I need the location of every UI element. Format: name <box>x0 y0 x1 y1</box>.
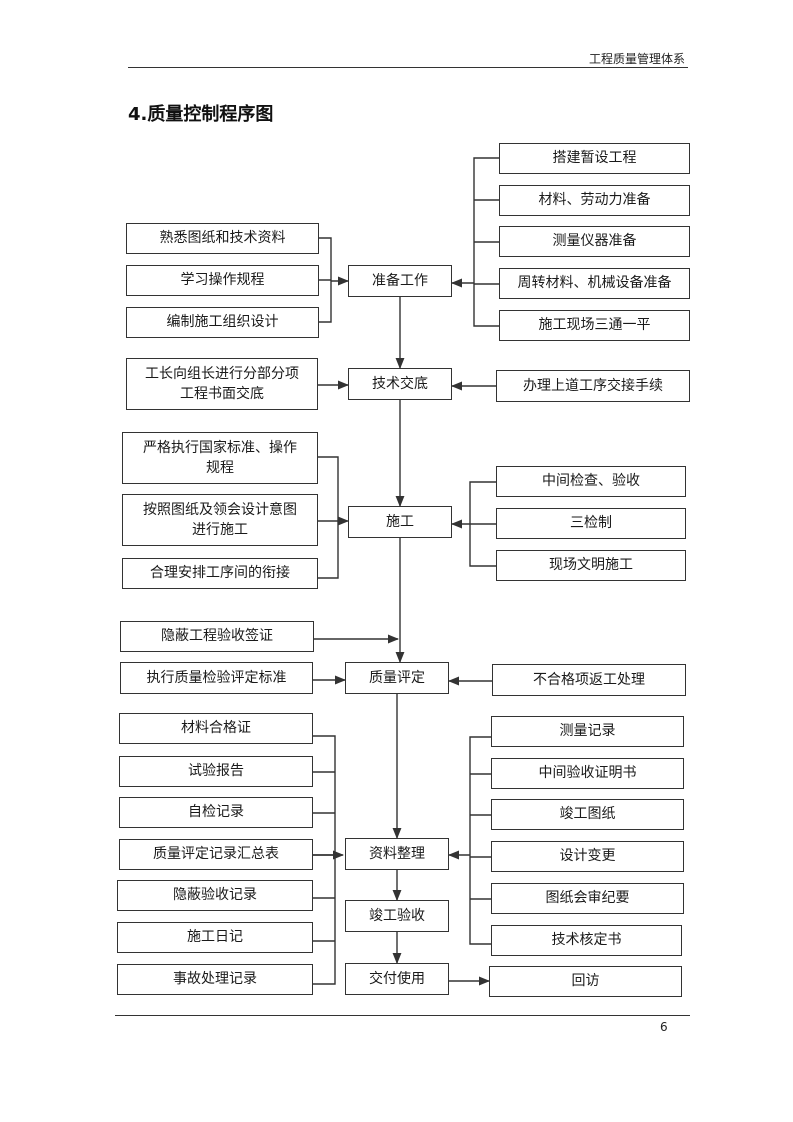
bracket-right-group-2 <box>469 481 496 567</box>
step-completion-acceptance: 竣工验收 <box>345 900 449 932</box>
box-quality-standard: 执行质量检验评定标准 <box>120 662 313 694</box>
step-technical-briefing: 技术交底 <box>348 368 452 400</box>
step-quality-evaluation: 质量评定 <box>345 662 449 694</box>
bracket-left-group-3 <box>313 735 336 985</box>
box-interim-acceptance-cert: 中间验收证明书 <box>491 758 684 789</box>
bracket-left-group-1 <box>319 237 332 323</box>
box-design-changes: 设计变更 <box>491 841 684 872</box>
box-follow-standards: 严格执行国家标准、操作规程 <box>122 432 318 484</box>
header-rule <box>128 67 688 68</box>
box-temporary-works: 搭建暂设工程 <box>499 143 690 174</box>
document-header-title: 工程质量管理体系 <box>588 52 685 66</box>
box-rework: 不合格项返工处理 <box>492 664 686 696</box>
box-as-built-drawings: 竣工图纸 <box>491 799 684 830</box>
bracket-left-group-2 <box>318 456 339 579</box>
box-interim-inspection: 中间检查、验收 <box>496 466 686 497</box>
box-drawing-review-minutes: 图纸会审纪要 <box>491 883 684 914</box>
box-study-drawings: 熟悉图纸和技术资料 <box>126 223 319 254</box>
box-accident-record: 事故处理记录 <box>117 964 313 995</box>
step-handover: 交付使用 <box>345 963 449 995</box>
box-construction-design: 编制施工组织设计 <box>126 307 319 338</box>
bracket-right-group-1 <box>473 157 499 327</box>
box-material-certificate: 材料合格证 <box>119 713 313 744</box>
box-three-checks: 三检制 <box>496 508 686 539</box>
box-evaluation-summary: 质量评定记录汇总表 <box>119 839 313 870</box>
box-revisit: 回访 <box>489 966 682 997</box>
step-preparation: 准备工作 <box>348 265 452 297</box>
box-survey-instrument-prep: 测量仪器准备 <box>499 226 690 257</box>
section-title: 4.质量控制程序图 <box>128 104 274 125</box>
box-handover-procedure: 办理上道工序交接手续 <box>496 370 690 402</box>
box-hidden-acceptance-record: 隐蔽验收记录 <box>117 880 313 911</box>
box-technical-verification: 技术核定书 <box>491 925 682 956</box>
box-test-report: 试验报告 <box>119 756 313 787</box>
step-document-compilation: 资料整理 <box>345 838 449 870</box>
box-site-leveling: 施工现场三通一平 <box>499 310 690 341</box>
box-self-check-record: 自检记录 <box>119 797 313 828</box>
box-civilized-construction: 现场文明施工 <box>496 550 686 581</box>
step-construction: 施工 <box>348 506 452 538</box>
box-survey-record: 测量记录 <box>491 716 684 747</box>
footer-rule <box>115 1015 690 1016</box>
box-equipment-prep: 周转材料、机械设备准备 <box>499 268 690 299</box>
page-number: 6 <box>660 1020 668 1034</box>
box-learn-procedures: 学习操作规程 <box>126 265 319 296</box>
box-material-labor-prep: 材料、劳动力准备 <box>499 185 690 216</box>
box-process-sequencing: 合理安排工序间的衔接 <box>122 558 318 589</box>
box-hidden-works-signoff: 隐蔽工程验收签证 <box>120 621 314 652</box>
bracket-right-group-3 <box>469 736 491 945</box>
box-construction-diary: 施工日记 <box>117 922 313 953</box>
box-follow-drawings: 按照图纸及领会设计意图进行施工 <box>122 494 318 546</box>
box-foreman-briefing: 工长向组长进行分部分项工程书面交底 <box>126 358 318 410</box>
